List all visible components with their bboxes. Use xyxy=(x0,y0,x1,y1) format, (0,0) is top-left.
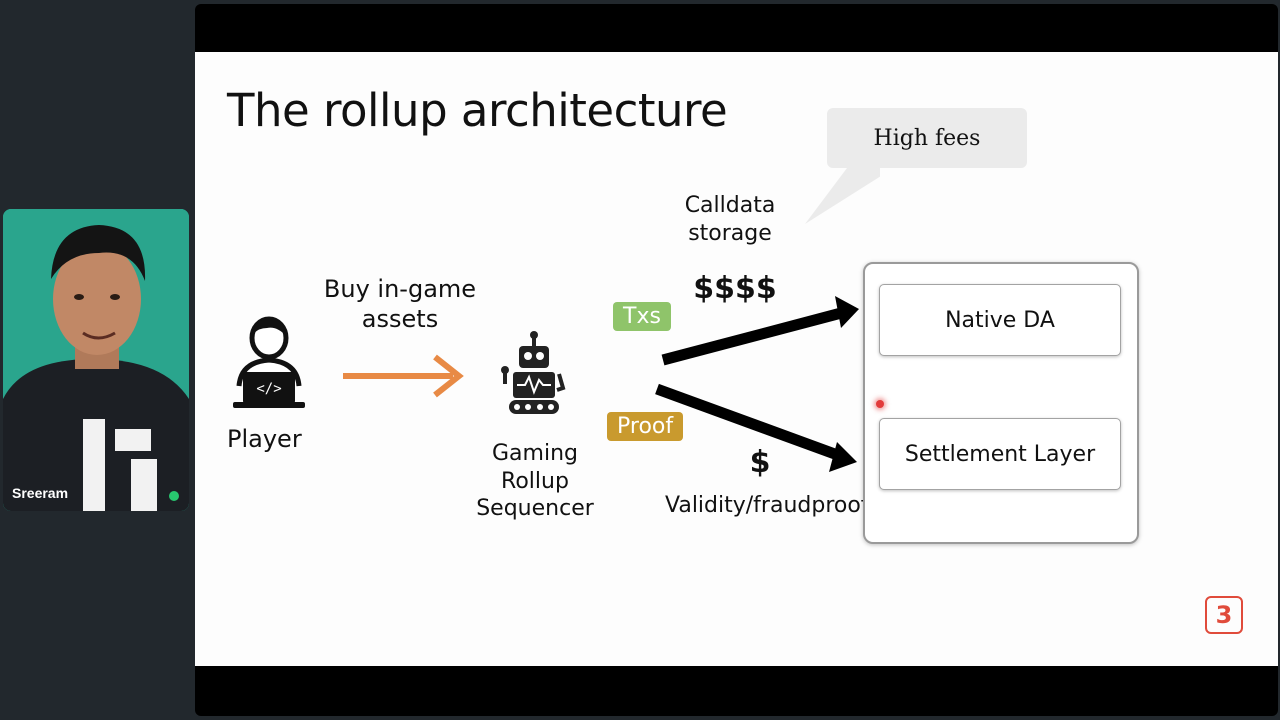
layer-one-container: Native DA Settlement Layer xyxy=(863,262,1139,544)
brand-logo-icon: 3 xyxy=(1205,596,1243,634)
buy-arrow-head xyxy=(433,354,464,398)
proof-arrow-shaft xyxy=(655,383,845,463)
svg-text:</>: </> xyxy=(256,381,281,397)
laser-pointer-dot xyxy=(876,400,884,408)
settlement-layer-box: Settlement Layer xyxy=(879,418,1121,490)
low-cost-label: $ xyxy=(749,445,771,480)
high-fees-bubble: High fees xyxy=(827,108,1027,168)
player-icon: </> xyxy=(233,316,305,408)
speaking-indicator-icon xyxy=(169,491,179,501)
high-cost-label: $$$$ xyxy=(693,271,777,306)
robot-sequencer-icon xyxy=(501,331,566,414)
participant-video-tile[interactable]: Sreeram xyxy=(3,209,189,511)
speech-bubble-tail xyxy=(805,164,880,224)
participant-name: Sreeram xyxy=(12,485,69,501)
txs-tag: Txs xyxy=(613,302,671,331)
proof-tag: Proof xyxy=(607,412,684,441)
presentation-slide: The rollup architecture High fees </> Pl… xyxy=(195,52,1278,666)
proof-arrow-head xyxy=(829,442,857,472)
validity-fraudproof-label: Validity/fraudproof xyxy=(665,493,869,518)
sequencer-label: Gaming Rollup Sequencer xyxy=(476,441,594,521)
player-label: Player xyxy=(227,425,302,453)
participant-avatar xyxy=(3,209,189,511)
flow-arrows xyxy=(343,296,859,472)
buy-assets-label: Buy in-game assets xyxy=(323,275,477,333)
txs-arrow-shaft xyxy=(661,306,847,366)
native-da-box: Native DA xyxy=(879,284,1121,356)
slide-title: The rollup architecture xyxy=(227,84,728,137)
txs-arrow-head xyxy=(835,296,859,328)
calldata-storage-label: Calldata storage xyxy=(684,193,776,246)
